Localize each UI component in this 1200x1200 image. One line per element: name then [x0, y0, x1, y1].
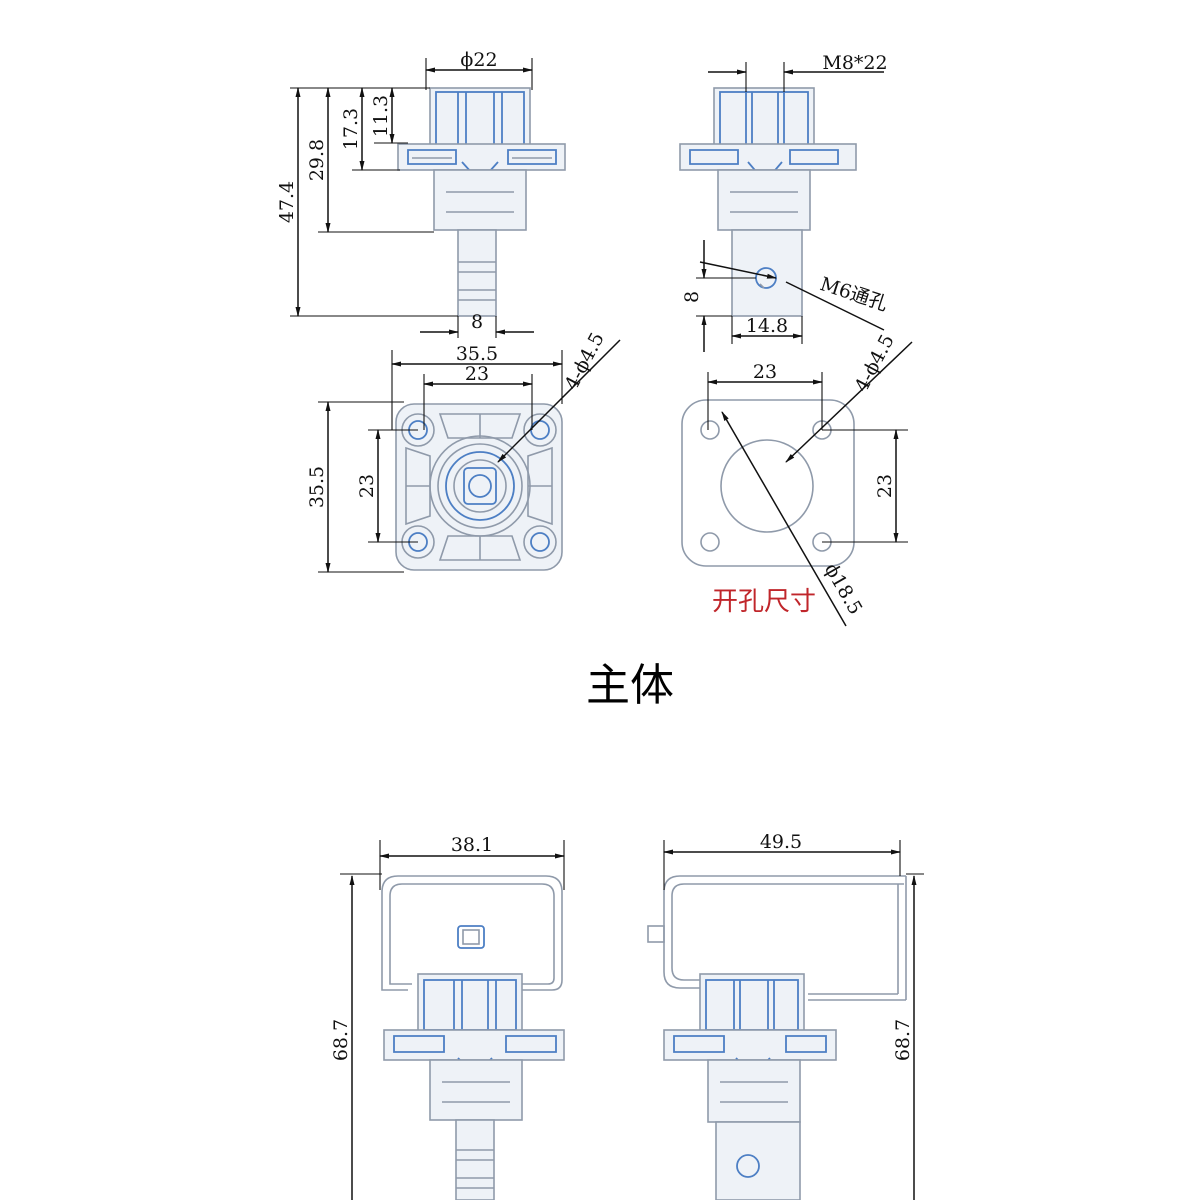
cutout-dim-23-horizontal: 23 [753, 361, 777, 383]
dim-m6-through-hole: M6通孔 [817, 273, 890, 315]
dim-hole-8: 8 [681, 291, 703, 303]
cutout-dim-phi18-5: ϕ18.5 [820, 560, 867, 619]
dim-shaft-8: 8 [471, 311, 483, 333]
side-view-top: M8*22 M6通孔 8 14.8 [679, 52, 890, 352]
cutout-view: 23 23 4-ϕ4.5 ϕ18.5 开孔尺寸 [681, 331, 913, 627]
cutout-size-label: 开孔尺寸 [712, 587, 816, 617]
dim-49-5: 49.5 [760, 831, 802, 853]
section-title: 主体 [586, 660, 674, 711]
side-view-lower: 49.5 68.7 [647, 831, 924, 1200]
dim-4-holes: 4-ϕ4.5 [561, 329, 609, 394]
dim-11-3: 11.3 [370, 95, 392, 137]
dim-m8x22: M8*22 [822, 52, 887, 74]
dim-phi22: ϕ22 [460, 49, 497, 71]
dim-23-vertical: 23 [356, 474, 378, 498]
cutout-dim-4-holes: 4-ϕ4.5 [851, 331, 899, 396]
dim-68-7-right: 68.7 [892, 1019, 914, 1061]
dim-29-8: 29.8 [306, 139, 328, 181]
dim-47-4: 47.4 [276, 181, 298, 223]
dim-23-horizontal: 23 [465, 363, 489, 385]
dim-35-5-vertical: 35.5 [306, 466, 328, 508]
dim-68-7-left: 68.7 [330, 1019, 352, 1061]
dim-14-8: 14.8 [746, 315, 788, 337]
dim-17-3: 17.3 [340, 108, 362, 150]
dim-38-1: 38.1 [451, 834, 493, 856]
front-view-lower: 38.1 68.7 [330, 834, 565, 1200]
cutout-dim-23-vertical: 23 [874, 474, 896, 498]
front-view-top: ϕ22 11.3 17.3 29.8 47.4 8 [276, 49, 566, 338]
dim-35-5-horizontal: 35.5 [456, 343, 498, 365]
bottom-view: 35.5 23 35.5 23 4-ϕ4.5 [306, 329, 621, 573]
